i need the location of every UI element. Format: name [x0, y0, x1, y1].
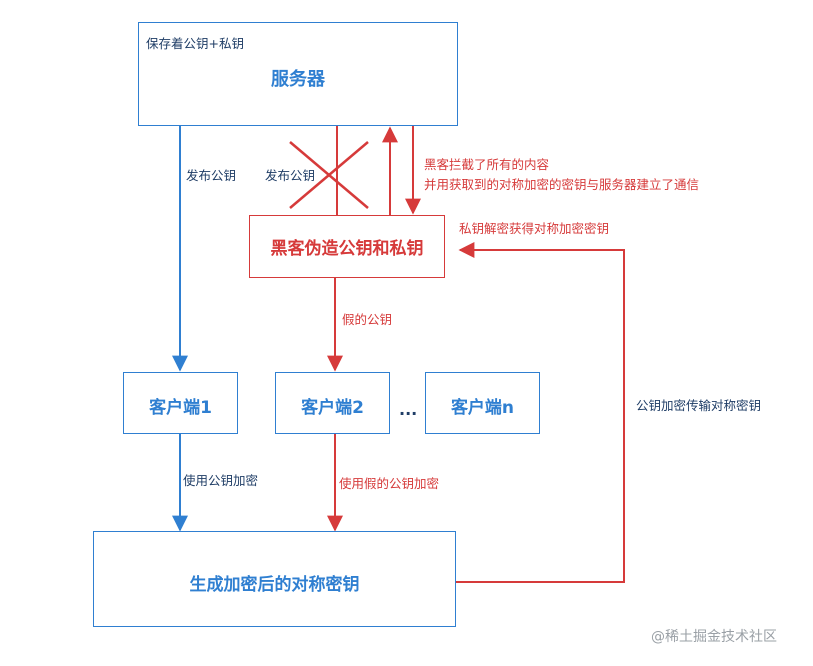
- server-title: 服务器: [271, 69, 325, 90]
- client-1-label: 客户端1: [149, 398, 212, 418]
- label-encrypt-with-pub: 使用公钥加密: [183, 473, 259, 488]
- server-note: 保存着公钥+私钥: [146, 36, 244, 51]
- server-box: 保存着公钥+私钥 服务器: [138, 22, 458, 126]
- client-n-box: 客户端n: [425, 372, 540, 434]
- label-transmit: 公钥加密传输对称密钥: [636, 398, 762, 413]
- client-2-label: 客户端2: [301, 398, 364, 418]
- hacker-title: 黑客伪造公钥和私钥: [270, 239, 424, 259]
- client-n-label: 客户端n: [450, 398, 515, 418]
- clients-ellipsis: ...: [399, 400, 418, 419]
- symmetric-key-box: 生成加密后的对称密钥: [93, 531, 456, 627]
- label-fake-key: 假的公钥: [342, 312, 393, 327]
- label-publish-key-left: 发布公钥: [186, 168, 237, 183]
- label-decrypt: 私钥解密获得对称加密密钥: [459, 221, 610, 236]
- symmetric-key-title: 生成加密后的对称密钥: [189, 575, 360, 595]
- arrow-symmetric-to-hacker: [456, 242, 625, 583]
- label-publish-key-mid: 发布公钥: [265, 168, 316, 183]
- watermark: @稀土掘金技术社区: [651, 629, 777, 645]
- label-intercept-line1: 黑客拦截了所有的内容: [424, 157, 550, 172]
- client-1-box: 客户端1: [123, 372, 238, 434]
- block-x-stroke-2: [289, 141, 369, 209]
- hacker-box: 黑客伪造公钥和私钥: [249, 215, 445, 278]
- client-2-box: 客户端2: [275, 372, 390, 434]
- label-encrypt-with-fake: 使用假的公钥加密: [339, 476, 440, 491]
- label-intercept-line2: 并用获取到的对称加密的密钥与服务器建立了通信: [424, 177, 700, 192]
